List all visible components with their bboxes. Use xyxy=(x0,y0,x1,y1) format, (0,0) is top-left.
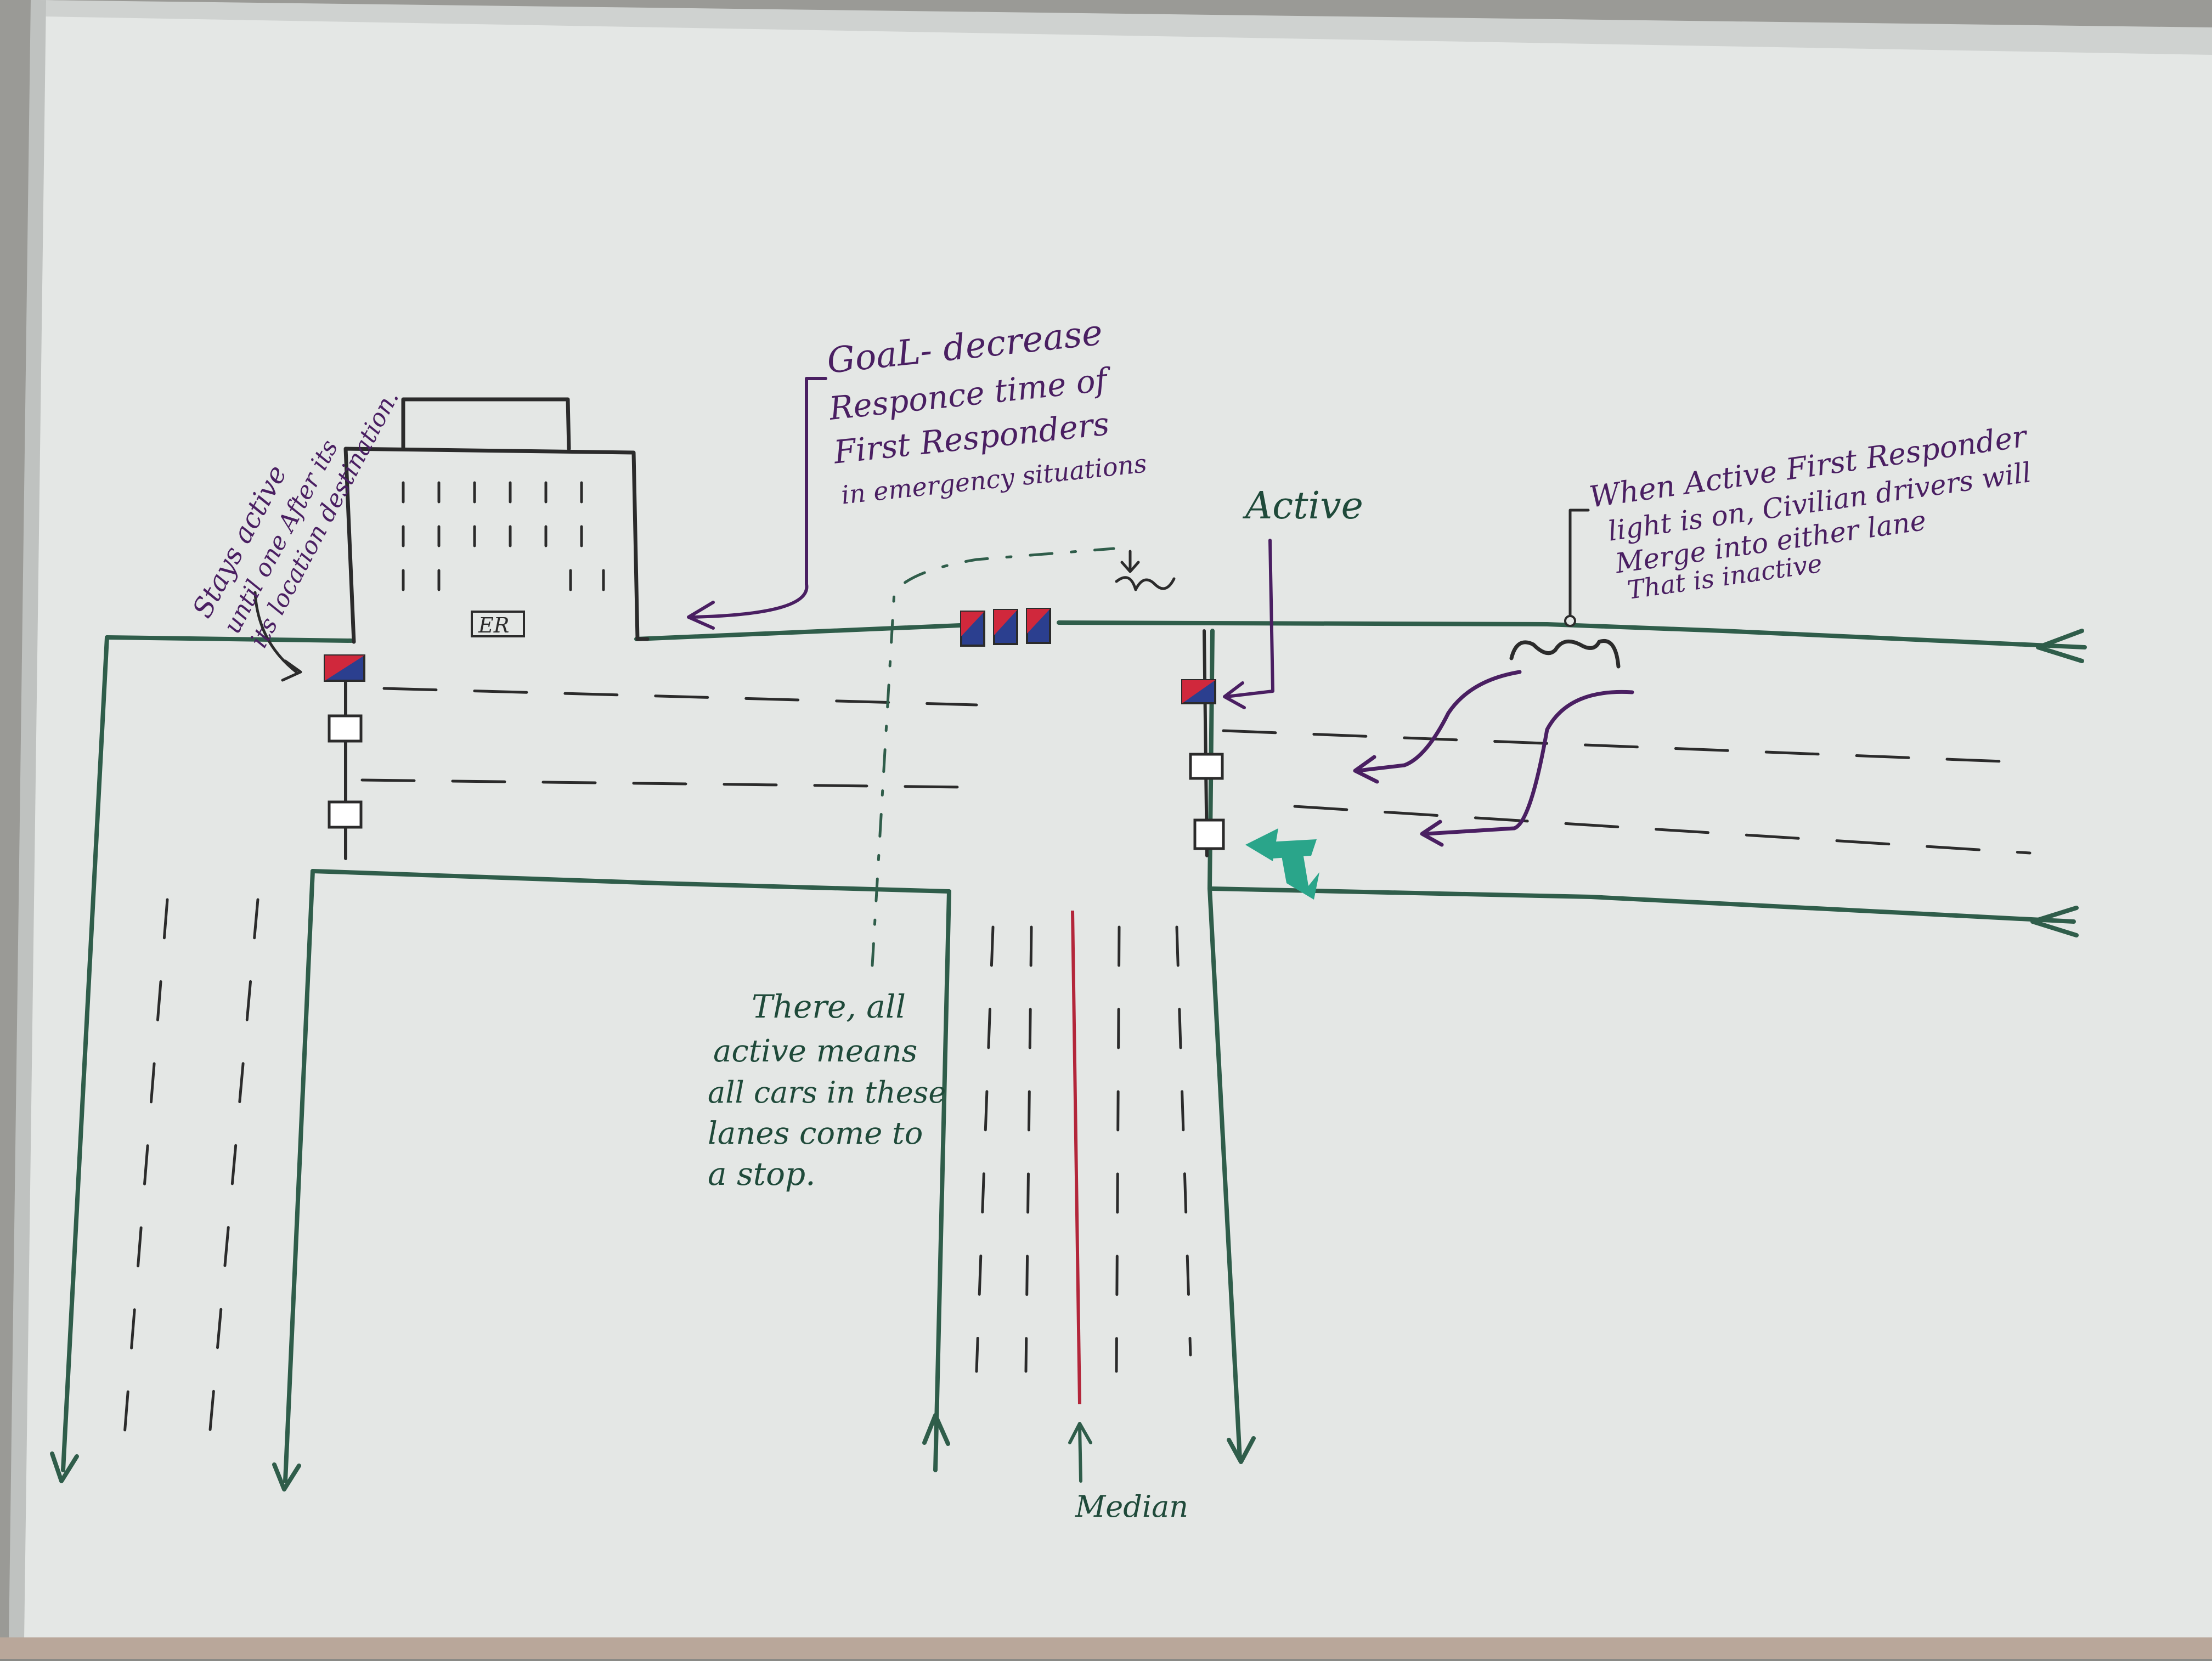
mid-road-left-edge xyxy=(933,889,951,1472)
stop-line-1: There, all xyxy=(752,988,906,1025)
board-left-rail xyxy=(9,0,46,1641)
road-bottom-edge-right xyxy=(1210,886,2076,924)
arrowhead-left-outer xyxy=(50,1451,79,1483)
right-signal-light-3 xyxy=(1193,818,1225,850)
squiggle-down-arrow xyxy=(1120,550,1140,573)
merge-arrowhead-lower xyxy=(1420,820,1444,847)
building-windows xyxy=(402,481,605,591)
goal-arrowhead xyxy=(687,601,715,630)
arrowhead-bottom-right xyxy=(2030,906,2079,937)
board-bottom-tray xyxy=(0,1637,2212,1659)
er-sign-box xyxy=(471,611,525,637)
merge-arrow-upper xyxy=(1356,670,1522,773)
stop-line-3: all cars in these xyxy=(708,1075,946,1110)
left-signal-light-3 xyxy=(328,800,363,829)
road-top-edge-mid xyxy=(634,623,962,641)
merge-arrowhead-upper xyxy=(1353,755,1379,784)
squiggle-mark-top xyxy=(1115,576,1176,591)
stays-active-arrowhead xyxy=(281,659,302,682)
active-arrowhead xyxy=(1223,681,1246,709)
arrowhead-mid-down xyxy=(1227,1436,1256,1464)
stop-line-5: a stop. xyxy=(708,1155,816,1193)
active-label: Active xyxy=(1242,484,1363,528)
right-signal-active-red xyxy=(1182,680,1215,703)
right-signal-pole xyxy=(1203,629,1209,857)
er-sign: ER xyxy=(478,613,509,637)
er-building xyxy=(343,397,650,644)
overhead-signals xyxy=(960,608,1051,647)
median-label: Median xyxy=(1075,1489,1188,1524)
arrowhead-top-right xyxy=(2036,629,2084,663)
squiggle-mark-right xyxy=(1509,639,1621,669)
road-top-edge-right xyxy=(1057,620,2087,649)
stop-line-4: lanes come to xyxy=(708,1116,923,1151)
stop-line-2: active means xyxy=(713,1033,917,1069)
road-top-edge-left xyxy=(105,635,353,643)
civilian-bracket xyxy=(1568,509,1590,620)
stop-line-pointer xyxy=(871,547,1115,967)
median-pointer xyxy=(1068,1422,1092,1483)
median-line xyxy=(1071,910,1081,1405)
arrowhead-mid-up xyxy=(922,1413,950,1446)
lane-dashes-vertical xyxy=(122,898,1192,1450)
road-bottom-edge-left xyxy=(311,869,951,894)
stop-note: There, all active means all cars in thes… xyxy=(708,988,946,1193)
teal-merge-arrow xyxy=(1245,828,1319,900)
board-surface xyxy=(16,0,2212,1646)
civilian-pointer-dot xyxy=(1564,615,1576,627)
stays-active-pointer xyxy=(253,591,298,674)
merge-arrow-lower xyxy=(1424,690,1634,836)
lane-dashes-horizontal xyxy=(360,687,2032,855)
arrowhead-left-inner xyxy=(272,1462,301,1491)
board-top-rail xyxy=(38,0,2212,55)
active-pointer xyxy=(1224,539,1274,698)
left-signal-light-2 xyxy=(328,714,363,743)
left-road-outer-edge xyxy=(61,635,109,1472)
goal-bracket xyxy=(690,377,827,619)
goal-note: GoaL- decrease Responce time of First Re… xyxy=(825,313,1148,510)
right-signal-light-2 xyxy=(1189,753,1224,780)
left-road-inner-edge xyxy=(283,869,315,1483)
left-signal-active-red xyxy=(325,656,364,681)
mid-road-right-edge xyxy=(1207,629,1242,1461)
